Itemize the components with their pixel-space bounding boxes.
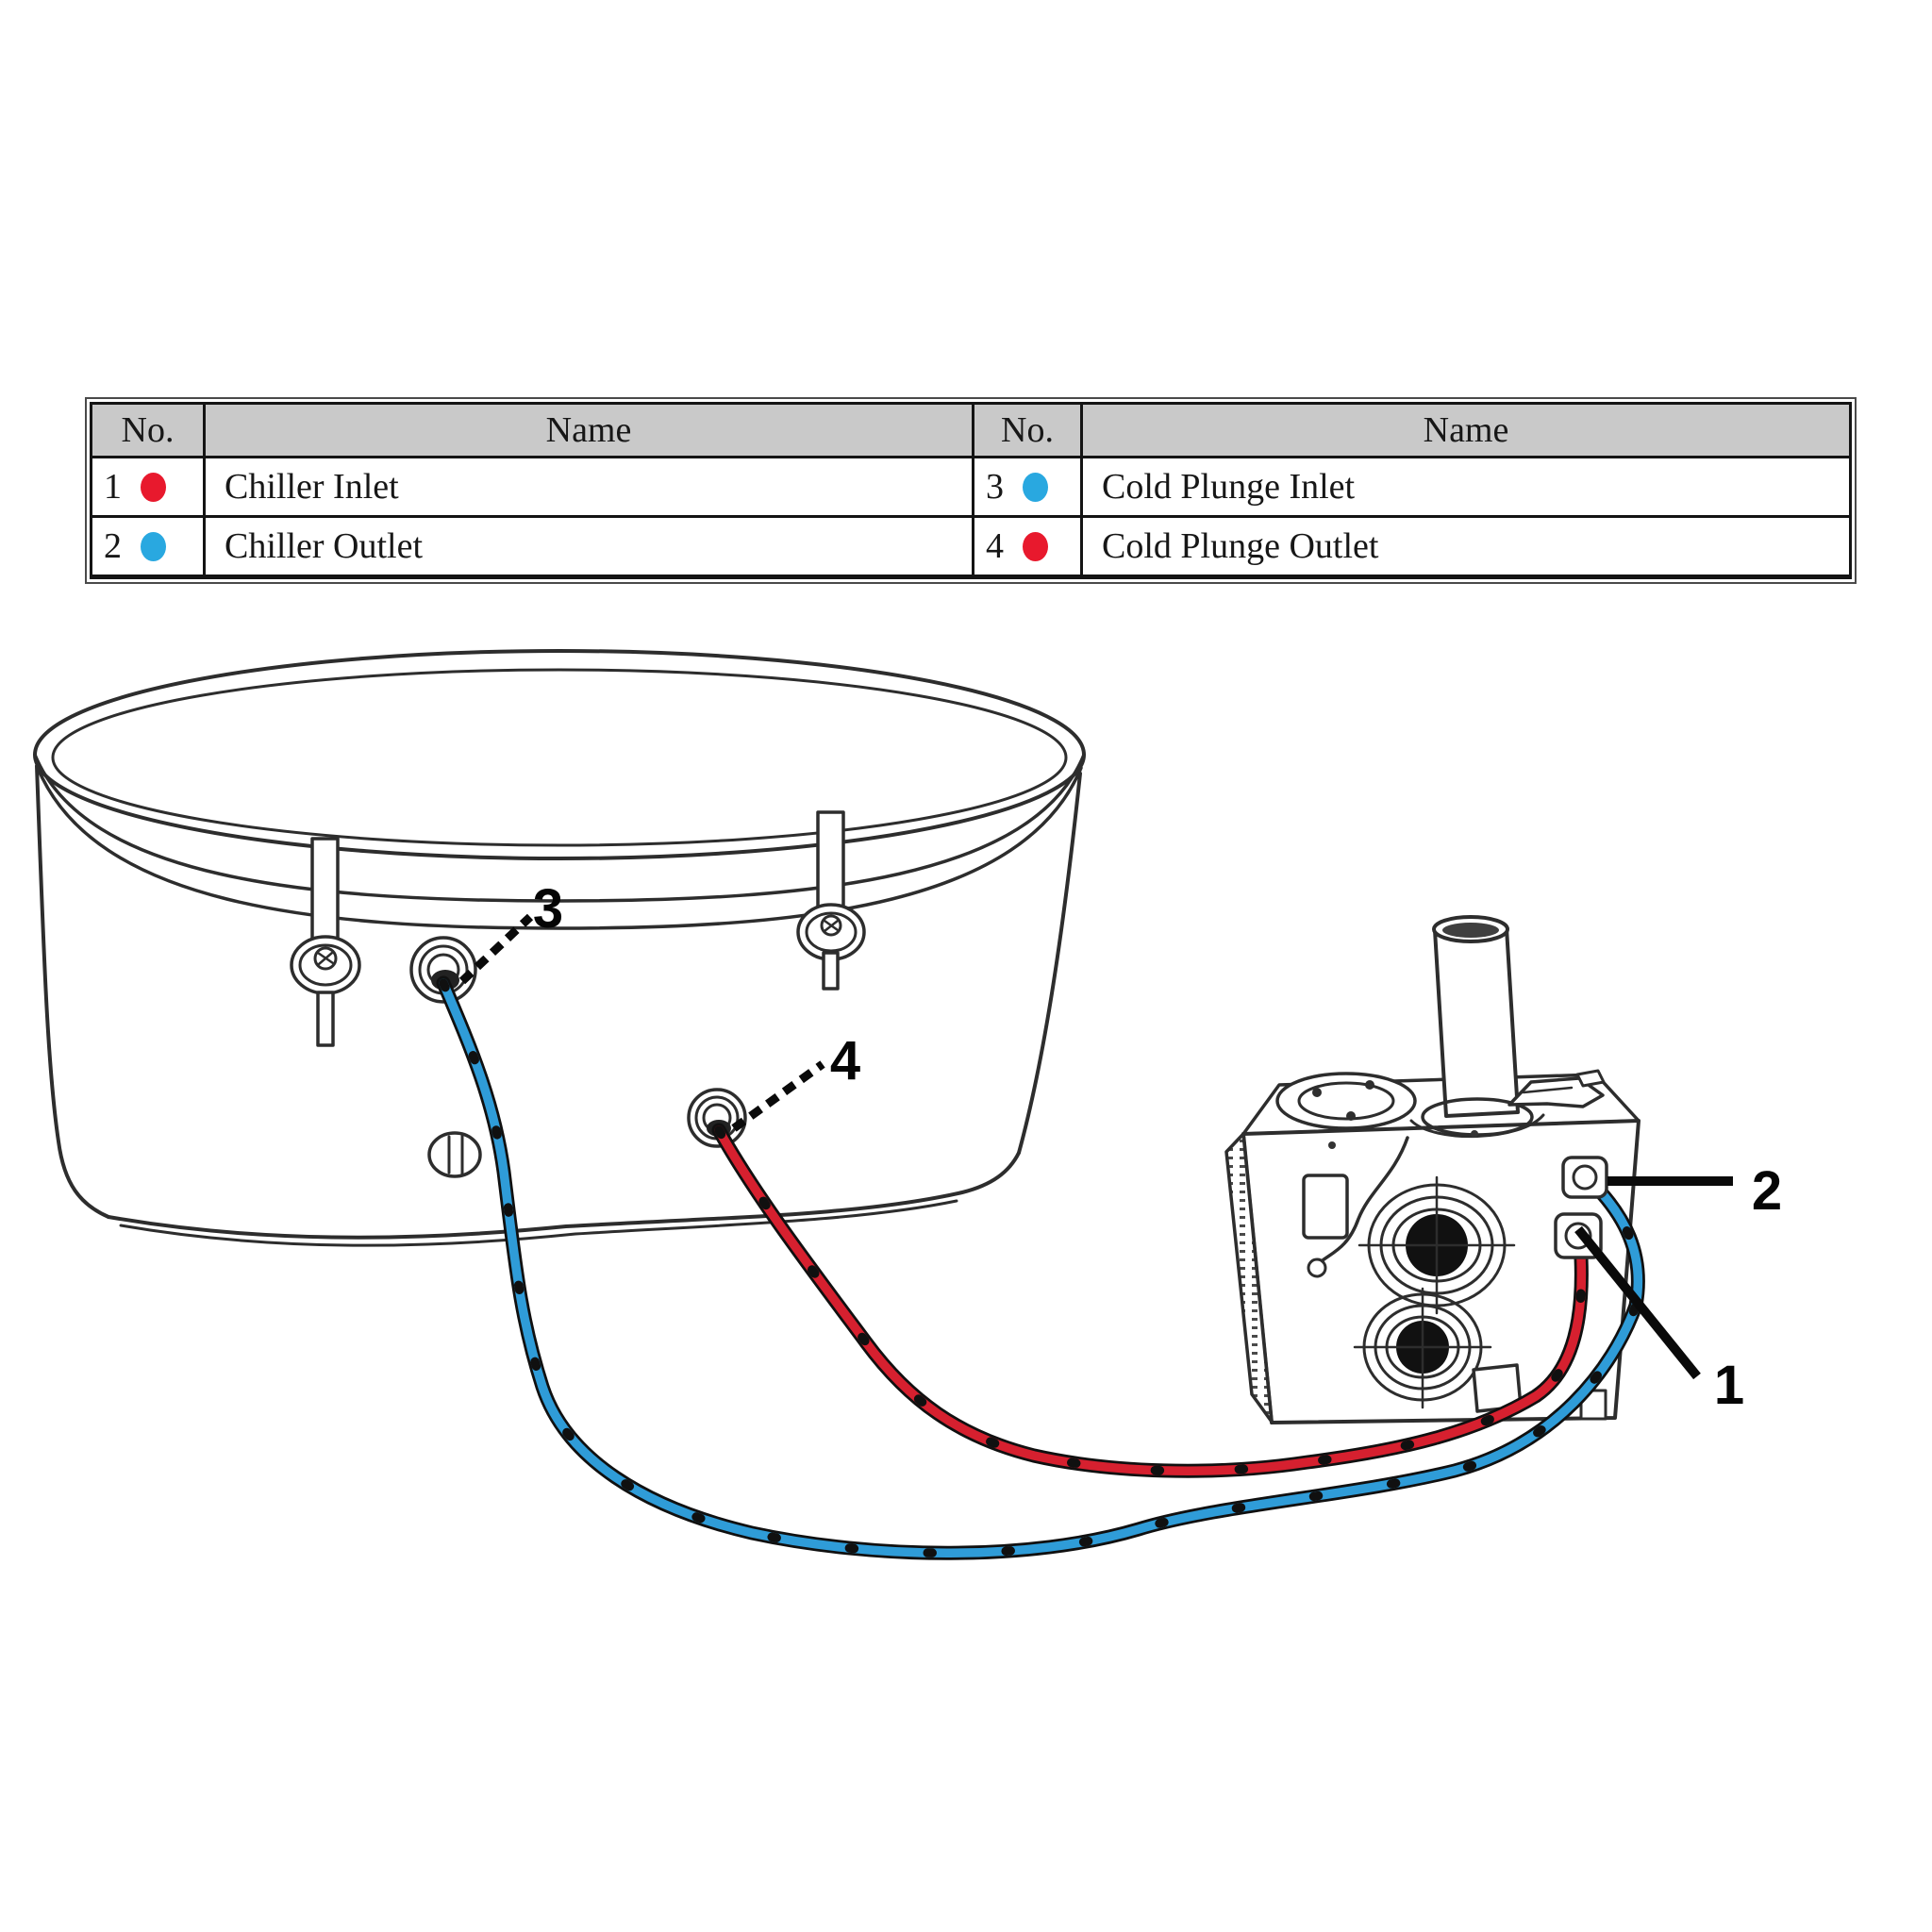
top-fan-bolt bbox=[1312, 1088, 1322, 1097]
callout-3-label: 3 bbox=[533, 878, 563, 940]
port-number: 1 bbox=[104, 467, 122, 507]
tub-drain-plug bbox=[427, 1131, 482, 1178]
tub-rim-outer bbox=[33, 649, 1086, 860]
header-row: No. Name No. Name bbox=[90, 402, 1852, 458]
chiller-side-vent bbox=[1224, 1132, 1274, 1424]
color-dot-icon bbox=[1023, 472, 1048, 502]
tub-right-edge bbox=[1017, 772, 1082, 1155]
chiller-control-panel bbox=[1302, 1174, 1349, 1240]
port-nut bbox=[1572, 1164, 1598, 1191]
strap-buckle-inner bbox=[298, 943, 353, 987]
col-header-name-left: Name bbox=[203, 402, 974, 458]
port-nut bbox=[1564, 1222, 1592, 1250]
cell-name-chiller-outlet: Chiller Outlet bbox=[203, 515, 974, 579]
strap-screw bbox=[313, 946, 338, 971]
strap-screw-slot bbox=[823, 919, 840, 933]
tub-rim-band-lower bbox=[36, 766, 1083, 930]
table-row: 1 Chiller Inlet 3 Cold Plunge Inlet bbox=[90, 456, 1852, 518]
handle-nub bbox=[1575, 1069, 1606, 1088]
cell-name-cold-plunge-outlet: Cold Plunge Outlet bbox=[1080, 515, 1852, 579]
tub-rim-inner bbox=[51, 668, 1068, 847]
handle-inner-line bbox=[1522, 1086, 1574, 1094]
power-cord-plug bbox=[1307, 1257, 1327, 1278]
tub-bottom-edge bbox=[107, 1151, 1021, 1240]
cell-no-3: 3 bbox=[972, 456, 1083, 518]
cold-plunge-outlet-port bbox=[687, 1088, 747, 1148]
chiller-top-fan bbox=[1275, 1072, 1417, 1130]
drain-slot bbox=[447, 1134, 464, 1175]
cell-no-4: 4 bbox=[972, 515, 1083, 579]
col-header-name-right: Name bbox=[1080, 402, 1852, 458]
callout-4-label: 4 bbox=[830, 1030, 860, 1091]
callouts: 3 4 2 1 bbox=[458, 878, 1782, 1416]
chiller-unit bbox=[1224, 915, 1641, 1424]
hot-hose-color bbox=[714, 1125, 1587, 1475]
color-dot-icon bbox=[141, 531, 166, 561]
cold-plunge-tub bbox=[33, 649, 1086, 1247]
chiller-pipe bbox=[1409, 915, 1545, 1139]
cold-hose-ticks bbox=[439, 978, 1643, 1557]
strap-buckle-inner bbox=[805, 911, 858, 953]
port-legend: No. Name No. Name 1 Chiller Inlet 3 bbox=[90, 402, 1852, 579]
fan-crosshair bbox=[1353, 1287, 1492, 1409]
col-header-no-left: No. bbox=[90, 402, 206, 458]
cell-name-cold-plunge-inlet: Cold Plunge Inlet bbox=[1080, 456, 1852, 518]
top-fan-bolt bbox=[1346, 1111, 1356, 1121]
chiller-handle bbox=[1507, 1069, 1606, 1108]
drain-ring bbox=[427, 1131, 482, 1178]
pipe-top-hole bbox=[1442, 923, 1499, 938]
port-number: 3 bbox=[986, 467, 1004, 507]
chiller-fan-lower bbox=[1353, 1287, 1492, 1409]
port-number: 4 bbox=[986, 526, 1004, 566]
table-row: 2 Chiller Outlet 4 Cold Plunge Outlet bbox=[90, 515, 1852, 579]
callout-4-pointer bbox=[731, 1060, 825, 1132]
top-edge-screw bbox=[1471, 1130, 1478, 1138]
pipe-body bbox=[1433, 926, 1520, 1118]
legend-table: No. Name No. Name 1 Chiller Inlet 3 bbox=[85, 397, 1857, 584]
top-fan-bolt bbox=[1365, 1080, 1374, 1090]
fan-crosshair bbox=[1357, 1175, 1516, 1315]
port-number: 2 bbox=[104, 526, 122, 566]
tub-left-edge bbox=[35, 764, 110, 1219]
handle-bar bbox=[1507, 1076, 1605, 1108]
col-header-no-right: No. bbox=[972, 402, 1083, 458]
callout-3-pointer bbox=[458, 913, 534, 985]
power-cord bbox=[1321, 1136, 1409, 1262]
tub-strap-left bbox=[290, 837, 361, 1047]
color-dot-icon bbox=[1023, 531, 1048, 561]
callout-1-label: 1 bbox=[1714, 1355, 1744, 1416]
tub-rim-band-upper bbox=[33, 753, 1086, 903]
top-edge-screw bbox=[1328, 1141, 1336, 1149]
hoses bbox=[436, 975, 1645, 1560]
tub-bottom-edge-2 bbox=[119, 1199, 958, 1247]
cell-name-chiller-inlet: Chiller Inlet bbox=[203, 456, 974, 518]
strap-band bbox=[816, 810, 845, 920]
callout-1-pointer bbox=[1574, 1225, 1701, 1380]
strap-tail bbox=[822, 951, 840, 991]
strap-tail bbox=[316, 991, 335, 1047]
port-flange bbox=[1561, 1156, 1608, 1199]
cell-no-2: 2 bbox=[90, 515, 206, 579]
hot-hose-red bbox=[711, 1123, 1589, 1478]
chiller-outlet-port bbox=[1561, 1156, 1608, 1199]
cell-no-1: 1 bbox=[90, 456, 206, 518]
tub-strap-right bbox=[796, 810, 866, 991]
callout-2-label: 2 bbox=[1752, 1160, 1782, 1222]
top-fan-inner bbox=[1297, 1081, 1395, 1121]
chiller-foot-tab bbox=[1579, 1389, 1607, 1421]
chiller-fan-upper bbox=[1357, 1175, 1516, 1315]
cold-hose-blue bbox=[436, 975, 1645, 1560]
strap-screw bbox=[820, 914, 842, 937]
color-dot-icon bbox=[141, 472, 166, 502]
strap-screw-slot bbox=[316, 951, 335, 966]
